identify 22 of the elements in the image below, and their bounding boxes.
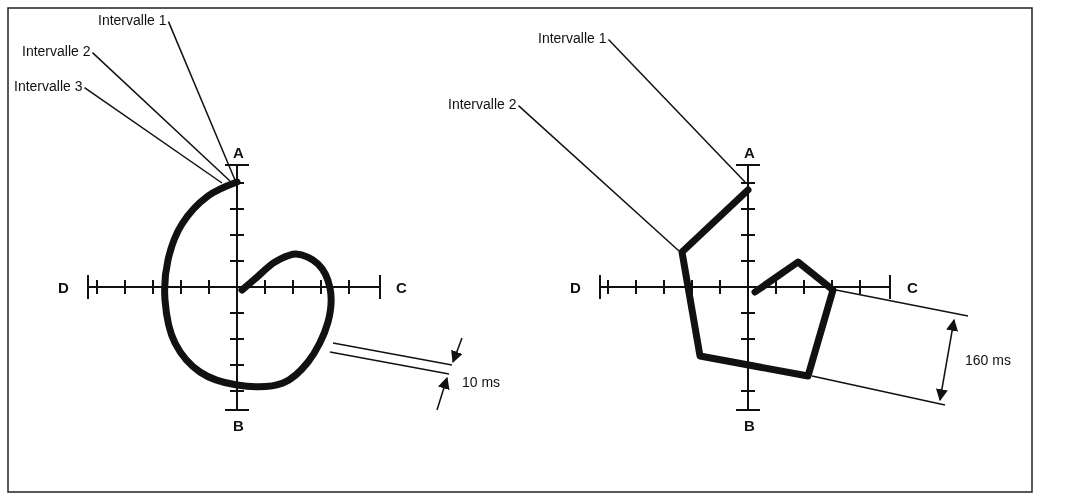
- leader-line: [607, 38, 746, 183]
- callout-label: Intervalle 1: [98, 12, 167, 28]
- axis-label: C: [907, 280, 918, 296]
- callout-label: Intervalle 1: [538, 30, 607, 46]
- axis-label: D: [570, 280, 581, 296]
- dimension-label: 160 ms: [965, 352, 1011, 368]
- callout-label: Intervalle 3: [14, 78, 83, 94]
- callout-label: Intervalle 2: [448, 96, 517, 112]
- leader-line: [167, 20, 236, 181]
- trajectory-polygon: [678, 186, 837, 380]
- leader-line: [517, 104, 680, 252]
- callout-label: Intervalle 2: [22, 43, 91, 59]
- axis-label: C: [396, 280, 407, 296]
- leader-line: [91, 51, 231, 182]
- axis-label: A: [744, 145, 755, 161]
- leader-line: [83, 86, 223, 184]
- axis-label: B: [744, 418, 755, 434]
- axis-label: D: [58, 280, 69, 296]
- axis-label: B: [233, 418, 244, 434]
- trajectory-curve: [161, 178, 335, 391]
- axis-label: A: [233, 145, 244, 161]
- dimension-label: 10 ms: [462, 374, 501, 390]
